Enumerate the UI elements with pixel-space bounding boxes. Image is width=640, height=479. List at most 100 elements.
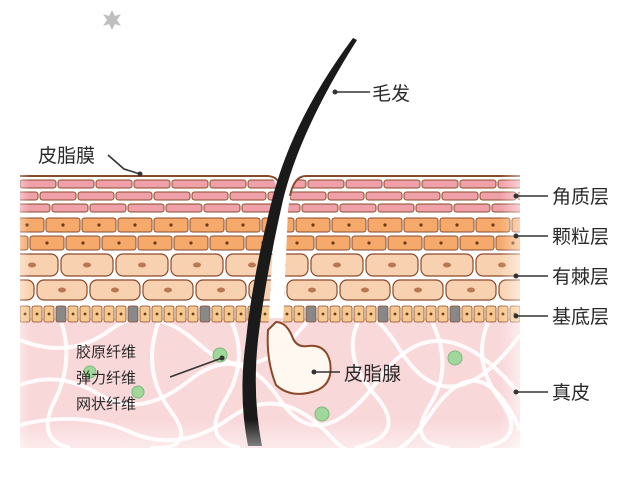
cell-nucleus: [45, 241, 49, 245]
cell-nucleus: [361, 287, 369, 293]
melanocyte-cell: [305, 305, 317, 323]
corneum-cell: [267, 191, 277, 201]
corneum-cell: [171, 179, 209, 189]
corneum-cell: [77, 191, 115, 201]
cell-nucleus: [419, 223, 423, 227]
label-reticular-fiber: 网状纤维: [76, 395, 136, 413]
label-sebum-film: 皮脂膜: [38, 145, 95, 167]
cell-nucleus: [414, 287, 422, 293]
corneum-cell: [453, 203, 491, 213]
cell-nucleus: [119, 312, 123, 316]
cell-nucleus: [311, 223, 315, 227]
cell-nucleus: [403, 241, 407, 245]
label-column-bg: [540, 160, 640, 460]
label-stratum-granulosum: 颗粒层: [552, 226, 609, 248]
melanocyte-cell: [55, 305, 67, 323]
melanocyte-cell: [377, 305, 389, 323]
cell-nucleus: [47, 312, 51, 316]
melanocyte-cell: [449, 305, 461, 323]
corneum-cell: [165, 203, 203, 213]
corneum-cell: [127, 203, 165, 213]
melanocyte-cell: [199, 305, 211, 323]
dermis-dot: [447, 350, 463, 366]
cell-nucleus: [164, 287, 172, 293]
corneum-cell: [339, 203, 377, 213]
pointer-sebum-film: [107, 154, 141, 175]
cell-nucleus: [270, 287, 277, 293]
cell-nucleus: [441, 312, 445, 316]
cell-nucleus: [97, 223, 101, 227]
cell-nucleus: [225, 241, 229, 245]
label-elastic-fiber: 弹力纤维: [76, 369, 136, 387]
corneum-cell: [421, 179, 459, 189]
cell-nucleus: [61, 223, 65, 227]
pointer-dots: [137, 89, 519, 395]
cell-nucleus: [393, 312, 397, 316]
corneum-cell: [133, 179, 171, 189]
corneum-cell: [441, 191, 479, 201]
corneum-cell: [153, 191, 191, 201]
cell-nucleus: [491, 223, 495, 227]
edge-fade-left: [0, 160, 30, 460]
corneum-cell: [459, 179, 497, 189]
corneum-cell: [365, 191, 403, 201]
pointer-lines: [107, 91, 548, 393]
melanocyte-cell: [127, 305, 139, 323]
cell-nucleus: [467, 287, 475, 293]
corneum-cell: [241, 203, 277, 213]
corneum-cell: [229, 191, 267, 201]
dermis-dot: [131, 385, 145, 399]
corneum-cell: [301, 203, 339, 213]
corneum-cell: [377, 203, 415, 213]
cell-nucleus: [205, 223, 209, 227]
cell-nucleus: [239, 312, 243, 316]
cell-nucleus: [383, 223, 387, 227]
sebum-film-right: [289, 175, 520, 197]
corneum-cell: [415, 203, 453, 213]
corneum-cell: [209, 179, 247, 189]
edge-fade-bottom: [0, 420, 640, 479]
cell-nucleus: [191, 312, 195, 316]
cell-nucleus: [227, 312, 231, 316]
label-dermis: 真皮: [552, 382, 590, 404]
cell-nucleus: [169, 223, 173, 227]
cell-nucleus: [367, 241, 371, 245]
cell-nucleus: [117, 241, 121, 245]
corneum-cell: [191, 191, 229, 201]
sebaceous-gland: [266, 320, 332, 395]
cell-nucleus: [439, 241, 443, 245]
cell-nucleus: [475, 241, 479, 245]
cell-nucleus: [35, 312, 39, 316]
edge-fade-right: [500, 160, 540, 460]
cell-nucleus: [133, 223, 137, 227]
label-collagen-fiber: 胶原纤维: [76, 343, 136, 361]
cell-nucleus: [455, 223, 459, 227]
cell-nucleus: [248, 262, 256, 268]
hair-shaft: [242, 38, 357, 446]
cell-nucleus: [429, 312, 433, 316]
cell-nucleus: [274, 313, 277, 316]
cell-nucleus: [465, 312, 469, 316]
cell-nucleus: [443, 262, 451, 268]
cell-nucleus: [347, 223, 351, 227]
label-sebaceous-gland: 皮脂腺: [344, 363, 401, 385]
corneum-cell: [289, 191, 327, 201]
cell-nucleus: [167, 312, 171, 316]
corneum-cell: [39, 191, 77, 201]
cell-nucleus: [333, 262, 341, 268]
cell-nucleus: [95, 312, 99, 316]
corneum-cell: [51, 203, 89, 213]
pointer-fibers: [169, 357, 223, 378]
cell-nucleus: [107, 312, 111, 316]
cell-nucleus: [388, 262, 396, 268]
cell-nucleus: [308, 287, 316, 293]
cell-nucleus: [83, 262, 91, 268]
corneum-cell: [57, 179, 95, 189]
corneum-cell: [95, 179, 133, 189]
cell-nucleus: [58, 287, 66, 293]
cell-nucleus: [321, 312, 325, 316]
dermis-dot: [314, 406, 330, 422]
cell-nucleus: [285, 312, 289, 316]
cell-nucleus: [333, 312, 337, 316]
